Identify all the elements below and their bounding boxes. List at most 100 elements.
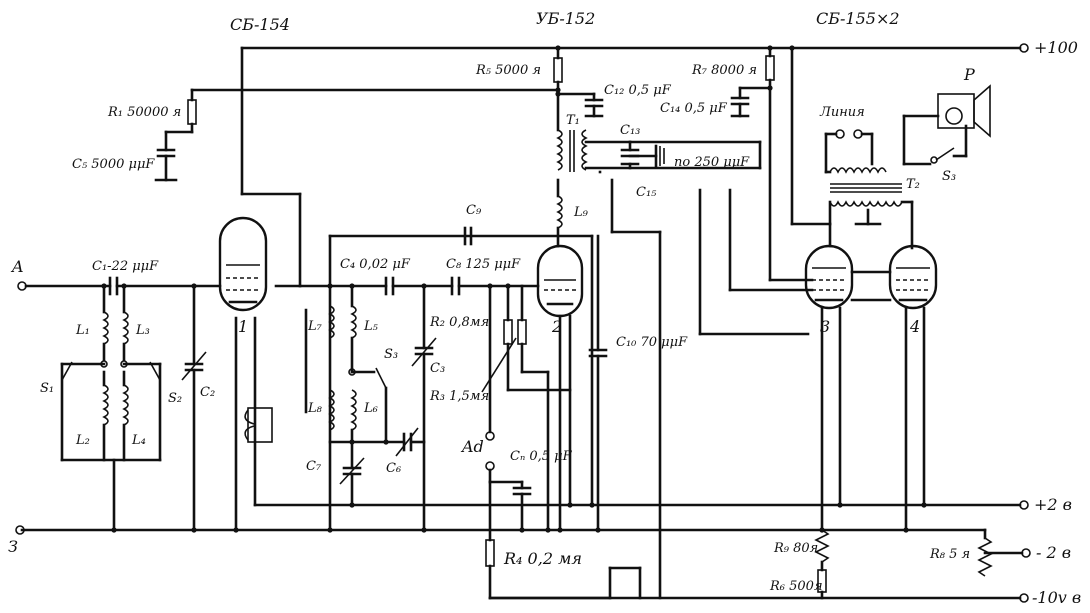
capacitor-c3 (411, 284, 437, 532)
capacitor-c13 (620, 140, 658, 158)
capacitor-c7 (339, 440, 365, 507)
coil-l1 (102, 284, 109, 362)
label-r5: R₅ 5000 я (475, 63, 541, 78)
capacitor-c11 (512, 480, 532, 532)
terminal-ground (15, 525, 25, 535)
tube-1-type: СБ-154 (230, 15, 290, 34)
junction-dots (101, 45, 927, 533)
label-plus2: +2 в (1034, 495, 1072, 514)
resistor-r1 (187, 88, 197, 134)
label-l8: L₈ (307, 401, 323, 416)
terminal-minus10 (1019, 593, 1029, 603)
label-c13: C₁₃ (620, 123, 640, 138)
label-l4: L₄ (131, 433, 146, 448)
terminal-plus100 (1019, 43, 1029, 53)
label-r2: R₂ 0,8мя (429, 315, 489, 330)
label-l3: L₃ (135, 323, 150, 338)
resistor-r2 (503, 319, 513, 345)
coil-l6 (350, 389, 357, 444)
tube-3-number: 3 (820, 317, 830, 336)
coil-l7 (328, 305, 335, 339)
resistor-r9 (814, 529, 830, 563)
tube-2-number: 2 (551, 317, 562, 336)
label-c9: C₉ (466, 203, 482, 218)
label-r1: R₁ 50000 я (107, 105, 181, 120)
switch-s1 (60, 360, 108, 462)
label-c4: C₄ 0,02 μF (340, 257, 411, 272)
label-line: Линия (819, 105, 865, 120)
label-l1: L₁ (75, 323, 90, 338)
label-r4: R₄ 0,2 мя (503, 549, 582, 568)
label-r3: R₃ 1,5мя (429, 389, 489, 404)
label-c11: Cₙ 0,5 μF (510, 449, 573, 464)
label-minus10: -10v в (1032, 588, 1081, 607)
tube-3-type: СБ-155×2 (816, 9, 900, 28)
label-ad: Ad (460, 437, 484, 456)
label-r9: R₉ 80я (773, 541, 818, 556)
label-l7: L₇ (307, 319, 323, 334)
label-c1: C₁-22 μμF (92, 259, 159, 274)
label-r7: R₇ 8000 я (691, 63, 757, 78)
resistor-r7 (765, 46, 775, 282)
transformer-t1 (556, 129, 588, 172)
label-speaker: P (963, 65, 975, 84)
label-r8: R₈ 5 я (929, 547, 970, 562)
capacitor-c2 (181, 284, 207, 532)
label-l9: L₉ (573, 205, 589, 220)
label-c14: C₁₄ 0,5 μF (660, 101, 728, 116)
coil-l3 (122, 284, 129, 362)
resistor-r4 (485, 539, 495, 567)
switch-s3b (930, 147, 955, 164)
label-c5: C₅ 5000 μμF (72, 157, 155, 172)
transformer-t2 (829, 167, 903, 207)
coil-l8 (328, 389, 335, 431)
capacitor-c5 (154, 130, 178, 182)
coil-l2 (102, 370, 109, 462)
tube-4 (888, 244, 938, 310)
switch-s3 (348, 367, 388, 444)
capacitor-c15 (620, 162, 640, 170)
coil-l9 (556, 195, 563, 248)
label-s3: S₃ (384, 347, 398, 362)
label-c13-15-value: по 250 μμF (674, 155, 750, 170)
label-c6: C₆ (386, 461, 401, 476)
label-t2: T₂ (906, 177, 920, 192)
label-s3b: S₃ (942, 169, 956, 184)
label-s1: S₁ (40, 381, 54, 396)
label-plus100: +100 (1034, 38, 1078, 57)
label-c15: C₁₅ (636, 185, 657, 200)
coil-l4 (122, 370, 129, 462)
terminal-minus2 (1021, 548, 1031, 558)
label-l5: L₅ (363, 319, 379, 334)
label-l6: L₆ (363, 401, 378, 416)
loudspeaker (937, 84, 991, 138)
label-c2: C₂ (200, 385, 215, 400)
terminal-plus2 (1019, 500, 1029, 510)
label-c12: C₁₂ 0,5 μF (604, 83, 672, 98)
label-ground: З (8, 537, 18, 556)
label-antenna: A (10, 257, 24, 276)
label-c8: C₈ 125 μμF (446, 257, 521, 272)
resistor-r8 (977, 528, 993, 577)
label-l2: L₂ (75, 433, 90, 448)
resistor-r6 (817, 560, 827, 600)
label-s2: S₂ (168, 391, 182, 406)
capacitor-c10 (588, 234, 608, 532)
tube-1 (218, 216, 268, 312)
capacitor-c14 (730, 86, 772, 118)
tube-2-type: УБ-152 (536, 9, 595, 28)
coil-l5 (350, 284, 357, 374)
capacitor-c12 (556, 92, 604, 118)
tube-2 (536, 244, 584, 318)
resistor-r3 (517, 319, 527, 345)
label-minus2: - 2 в (1036, 543, 1071, 562)
tube-4-number: 4 (909, 317, 920, 336)
switch-s2 (120, 360, 162, 462)
label-c10: C₁₀ 70 μμF (616, 335, 688, 350)
label-c3: C₃ (430, 361, 445, 376)
label-r6: R₆ 500я (769, 579, 823, 594)
tube-3 (804, 244, 854, 310)
label-t1: T₁ (566, 113, 580, 128)
capacitor-c9 (463, 226, 473, 246)
